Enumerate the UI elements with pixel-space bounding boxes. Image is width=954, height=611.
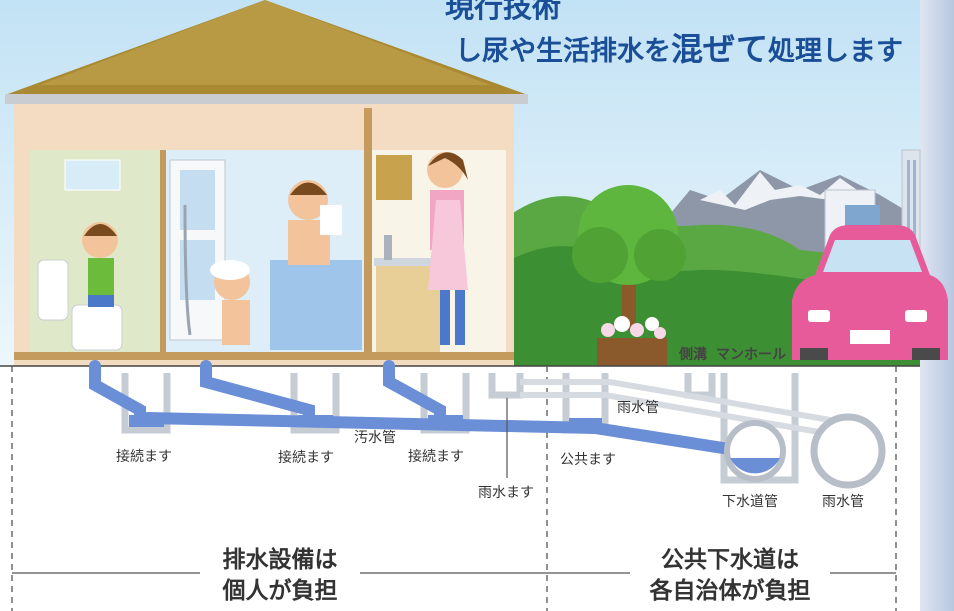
label-sewage-pipe: 汚水管 — [354, 430, 396, 446]
label-side-ditch: 側溝 — [679, 347, 707, 363]
label-sewer-pipe: 下水道管 — [722, 494, 778, 510]
title-line-2-after: 処理します — [767, 36, 903, 67]
label-connection-box-1: 接続ます — [116, 449, 172, 465]
footer-left-line-1: 排水設備は — [222, 546, 338, 573]
box-water — [129, 415, 602, 430]
footer-left-line-2: 個人が負担 — [222, 577, 338, 604]
label-connection-box-2: 接続ます — [278, 450, 334, 466]
footer-left: 排水設備は 個人が負担 — [180, 544, 380, 606]
title-line-2-emphasis: 混ぜて — [671, 30, 768, 68]
label-rainwater-pipe-lower: 雨水管 — [822, 494, 864, 510]
house — [5, 0, 528, 366]
label-rainwater-box: 雨水ます — [478, 485, 534, 501]
footer-right-line-2: 各自治体が負担 — [649, 577, 811, 604]
sewer-pipe-water — [730, 458, 780, 474]
label-connection-box-3: 接続ます — [408, 449, 464, 465]
label-manhole: マンホール — [716, 347, 786, 363]
rain-pipe-section — [810, 413, 886, 489]
sewage-pipes — [89, 360, 761, 459]
car — [792, 225, 948, 360]
separators — [11, 366, 897, 611]
label-public-box: 公共ます — [560, 452, 616, 468]
title-line-2-before: し尿や生活排水を — [455, 36, 671, 67]
tree — [572, 185, 686, 330]
title-line-1: 現行技術 — [445, 0, 562, 24]
footer-right-line-1: 公共下水道は — [661, 546, 799, 573]
flower-box — [597, 316, 667, 366]
label-rainwater-pipe-upper: 雨水管 — [617, 400, 659, 416]
title-line-2: し尿や生活排水を混ぜて処理します — [455, 24, 903, 70]
footer-right: 公共下水道は 各自治体が負担 — [615, 544, 845, 606]
